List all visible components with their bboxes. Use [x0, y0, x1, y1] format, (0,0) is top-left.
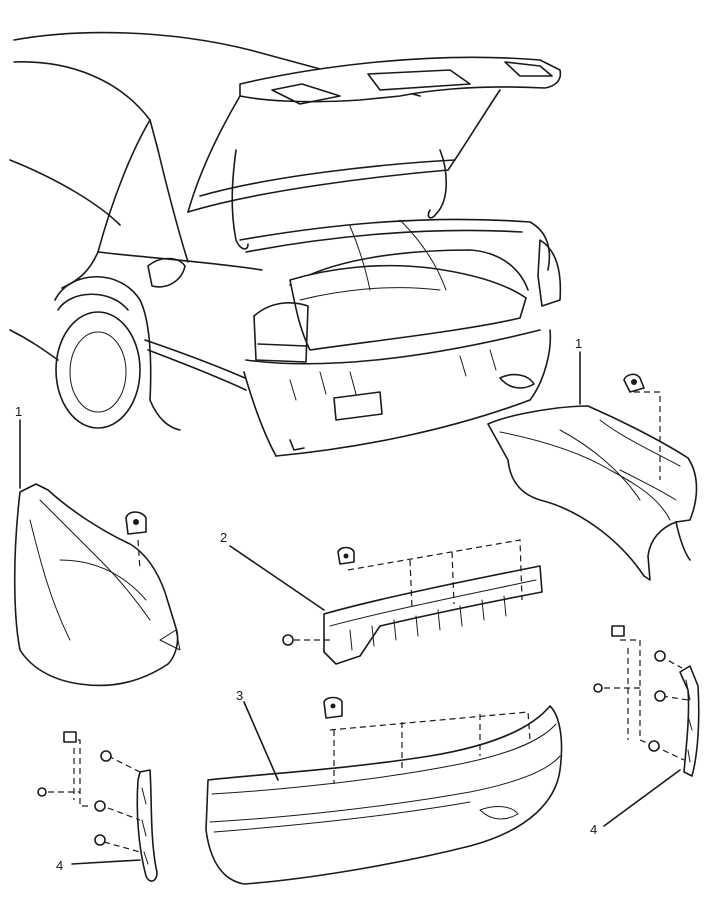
callout-1-right: 1: [575, 336, 582, 351]
car-body: [9, 31, 562, 457]
leader-lines: [19, 351, 681, 865]
bracket-bolt-top: [337, 546, 355, 565]
side-fasteners-right: [593, 625, 666, 752]
callout-4-right: 4: [590, 822, 597, 837]
side-fasteners-left: [37, 731, 112, 846]
trunk-side-liner-left: [13, 483, 181, 687]
callout-3: 3: [236, 688, 243, 703]
callout-4-left: 4: [56, 858, 63, 873]
side-support-left: [48, 739, 158, 882]
trunk-side-liner-right: [487, 391, 698, 581]
callout-1-left: 1: [15, 404, 22, 419]
bracket-nut-side: [282, 634, 294, 646]
callout-2: 2: [220, 530, 227, 545]
push-clip-right: [623, 373, 645, 393]
rear-bumper-cover: [205, 705, 563, 885]
bumper-bolt-top: [323, 696, 343, 719]
push-clip-left: [125, 511, 147, 535]
side-support-right: [604, 639, 700, 777]
rear-bumper-bracket: [294, 539, 543, 665]
